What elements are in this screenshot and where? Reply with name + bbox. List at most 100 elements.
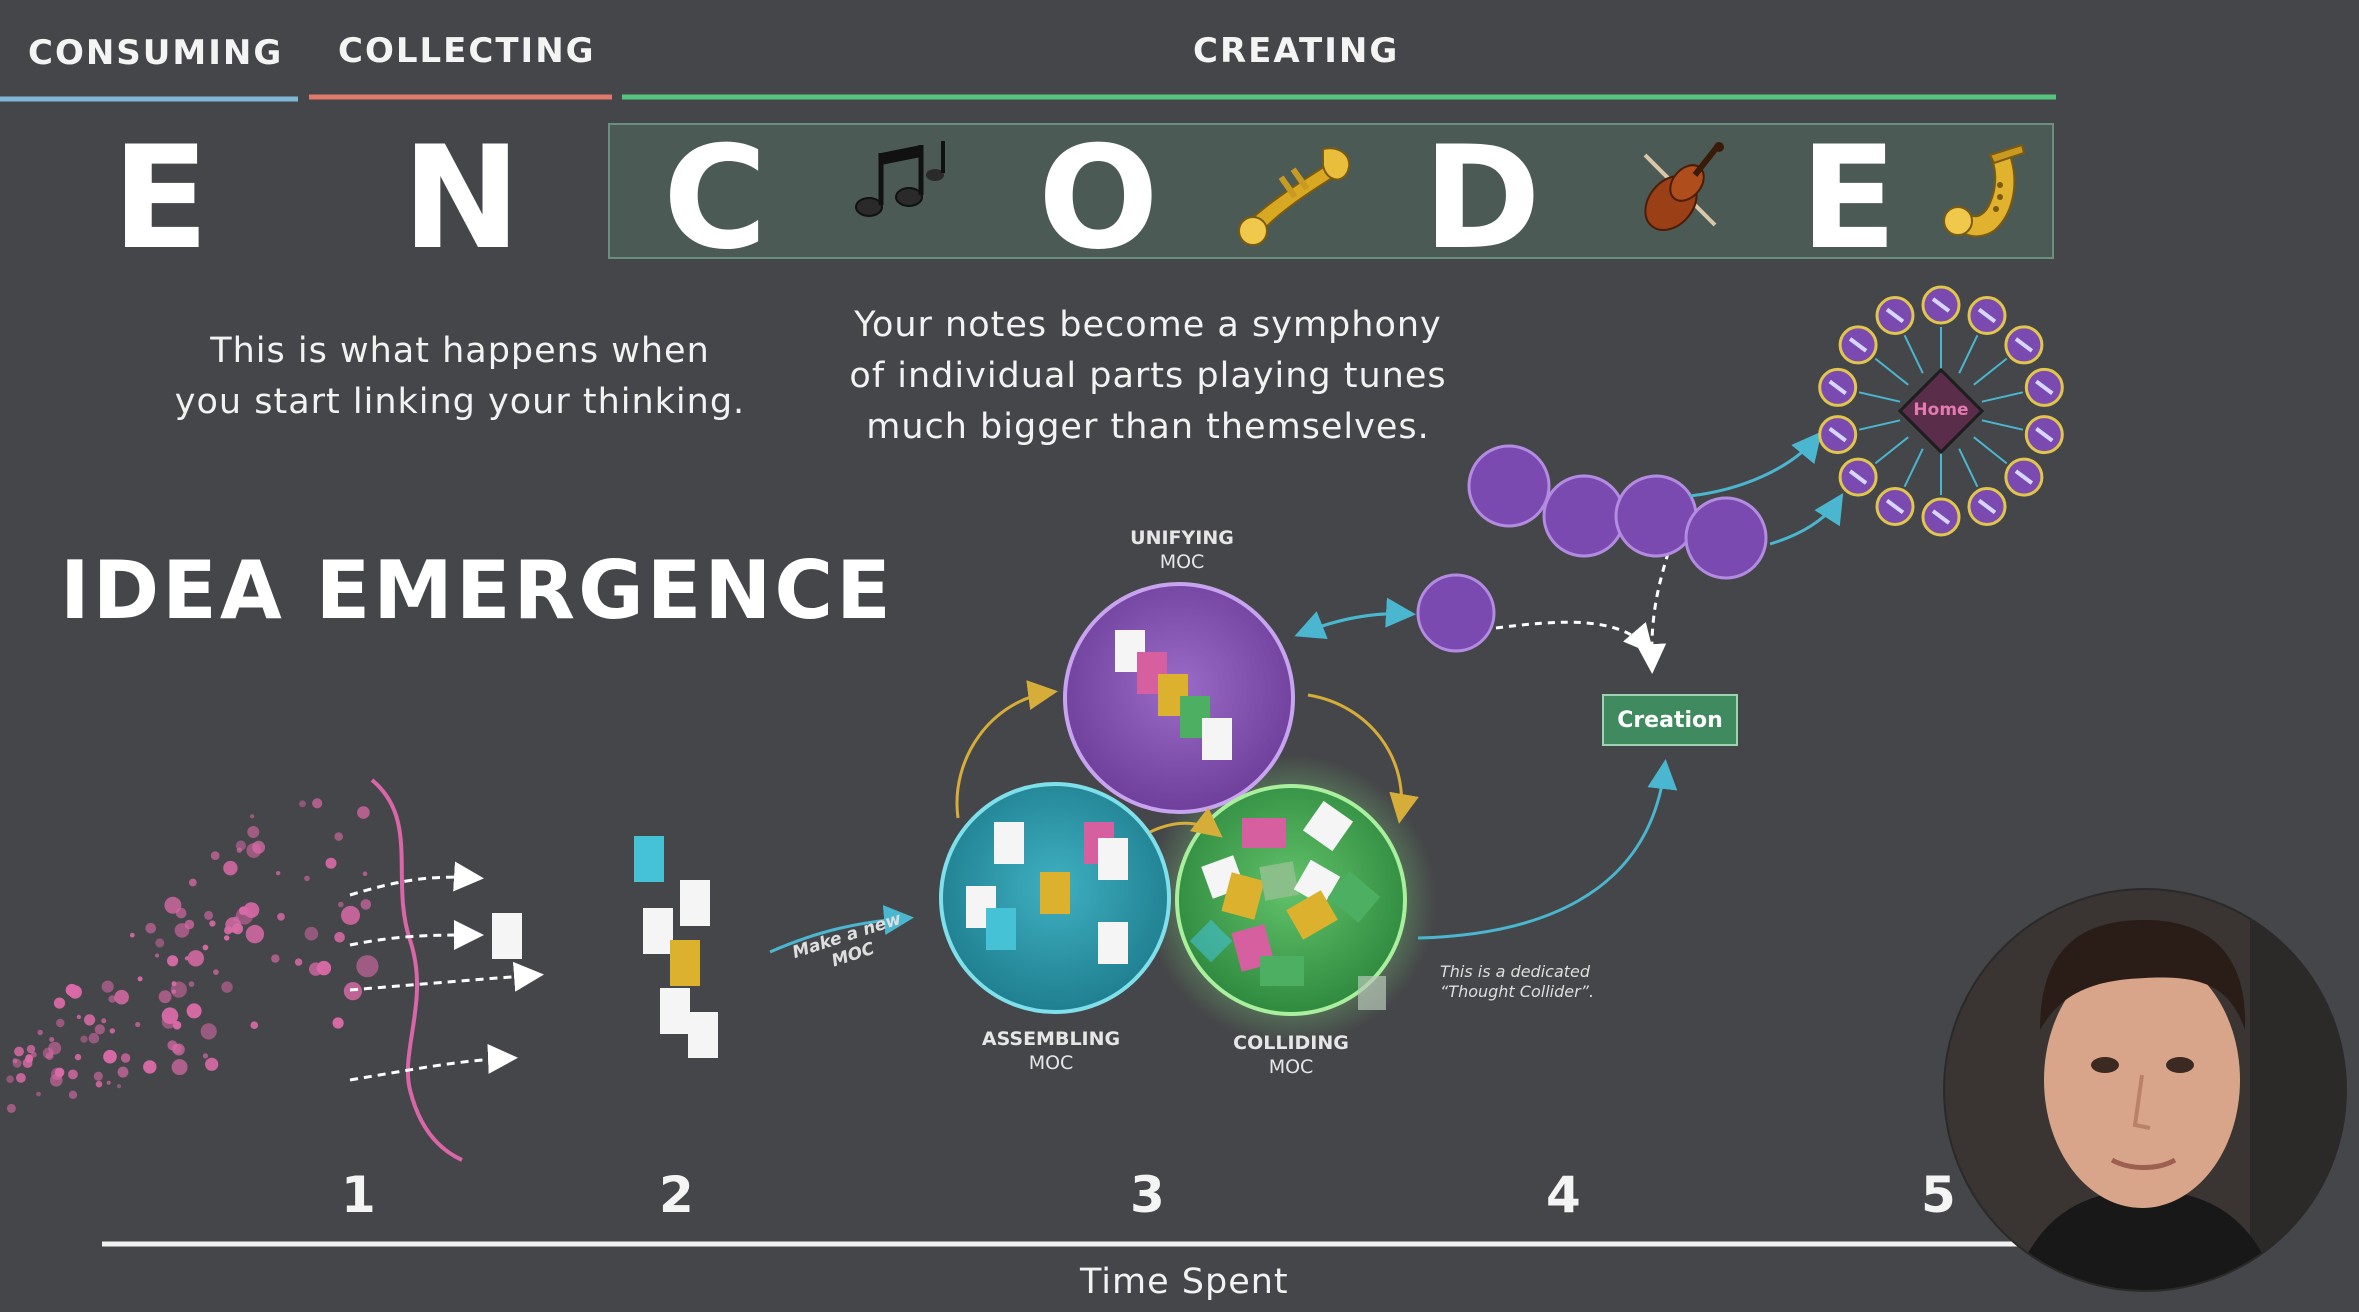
pink-dot (65, 983, 79, 997)
home-ring-stripe (1977, 307, 1997, 324)
colliding-moc-circle (1175, 784, 1407, 1016)
assembling-notes (966, 822, 1128, 964)
pink-dot (200, 1023, 217, 1040)
home-spoke (1958, 448, 1979, 488)
arrow-chain-to-home-bottom (1769, 492, 1844, 546)
pink-dot (116, 1084, 122, 1089)
pink-dot (235, 907, 253, 925)
saxophone-icon (1943, 143, 2026, 238)
pink-dot (186, 1003, 202, 1019)
pink-dot (14, 1046, 24, 1057)
home-ring-stripe (1848, 469, 1868, 485)
time-axis-label: Time Spent (1080, 1262, 1289, 1302)
creating-highlight-box (608, 123, 2054, 259)
pink-dot (56, 1018, 65, 1028)
violin-icon (1643, 142, 1724, 231)
home-spoke (1973, 436, 2008, 465)
pink-dot (129, 932, 135, 938)
pink-dot (202, 1053, 208, 1059)
arrow-mini-to-unifying (1294, 611, 1411, 640)
creation-node: Creation (1602, 694, 1738, 746)
home-spoke (1958, 334, 1979, 374)
pink-dot (170, 981, 187, 998)
moc-chain (1467, 444, 1768, 580)
home-ring-stripe (1828, 379, 1847, 395)
make-new-moc-arrow (769, 905, 914, 954)
linking-text: This is what happens when you start link… (174, 331, 746, 422)
pink-dot (246, 843, 262, 858)
pink-dot (213, 969, 219, 975)
pink-dot (42, 1047, 54, 1059)
trumpet-icon (1238, 147, 1351, 246)
pink-dot (205, 1057, 219, 1071)
arrow-unifying-to-colliding (1307, 693, 1419, 824)
home-ring-stripe (1848, 337, 1868, 353)
pink-dot (188, 981, 195, 987)
pink-dot (95, 1080, 103, 1088)
pink-dot (271, 954, 280, 963)
thought-collider-note: This is a dedicated “Thought Collider”. (1440, 962, 1595, 1001)
pink-dot (114, 989, 129, 1005)
music-notes-icon (855, 141, 945, 217)
pink-dot (137, 976, 143, 982)
pink-dot (224, 935, 230, 941)
pink-dot (143, 1060, 157, 1074)
assembling-sub: MOC (1028, 1052, 1074, 1074)
pink-dot (103, 1049, 117, 1064)
step-1: 1 (341, 1166, 376, 1224)
pink-dot (299, 800, 306, 808)
home-spoke (1973, 357, 2008, 386)
pink-dot (26, 1044, 36, 1054)
pink-dot (304, 926, 319, 941)
pink-dot (245, 924, 265, 944)
pink-dot (334, 832, 344, 841)
unifying-sub: MOC (1159, 551, 1205, 573)
pink-dot (158, 990, 172, 1004)
pink-dot (80, 1035, 88, 1043)
assembling-moc-label: ASSEMBLING MOC (966, 1027, 1136, 1075)
pink-dots-cloud (6, 798, 379, 1113)
pink-dot (247, 826, 260, 838)
home-spoke (1874, 436, 1909, 465)
encode-letter-e2: E (1800, 116, 1898, 281)
pink-dot (135, 1021, 141, 1028)
pink-dot (106, 1080, 111, 1085)
pink-dot (53, 997, 66, 1009)
arrow-chain-to-home-top (1689, 431, 1822, 498)
pink-dot (332, 1017, 344, 1029)
pink-dot (356, 955, 379, 978)
pink-dot (101, 1018, 107, 1024)
unifying-title: UNIFYING (1130, 527, 1234, 549)
pink-dot (25, 1054, 33, 1062)
pink-dot (12, 1058, 18, 1064)
pink-dot (175, 907, 187, 919)
encode-letter-d: D (1423, 116, 1541, 281)
step-2: 2 (659, 1166, 694, 1224)
pink-dot (325, 857, 337, 869)
pink-dot (120, 1053, 131, 1063)
pink-dot (109, 1028, 116, 1034)
pink-dot (49, 1037, 55, 1042)
pink-dot (93, 1071, 103, 1081)
pink-dot (187, 950, 204, 967)
home-ring-stripe (1885, 307, 1905, 324)
pink-dot (276, 871, 281, 876)
pink-dot (161, 1014, 176, 1029)
pink-dot (145, 922, 156, 934)
encode-letter-n: N (402, 116, 521, 281)
presenter-video (1943, 888, 2347, 1292)
pink-dot (232, 923, 244, 935)
encode-letter-c: C (663, 116, 768, 281)
home-spoke (1981, 419, 2024, 431)
pink-dot (221, 981, 233, 993)
home-spoke (1874, 357, 1909, 386)
step-4: 4 (1546, 1166, 1581, 1224)
home-spoke (1981, 391, 2024, 403)
pink-dot (294, 958, 303, 966)
pink-dot (362, 871, 368, 876)
pink-dot (171, 1059, 188, 1076)
pink-dot (312, 798, 323, 809)
home-ring-stripe (2035, 379, 2054, 395)
